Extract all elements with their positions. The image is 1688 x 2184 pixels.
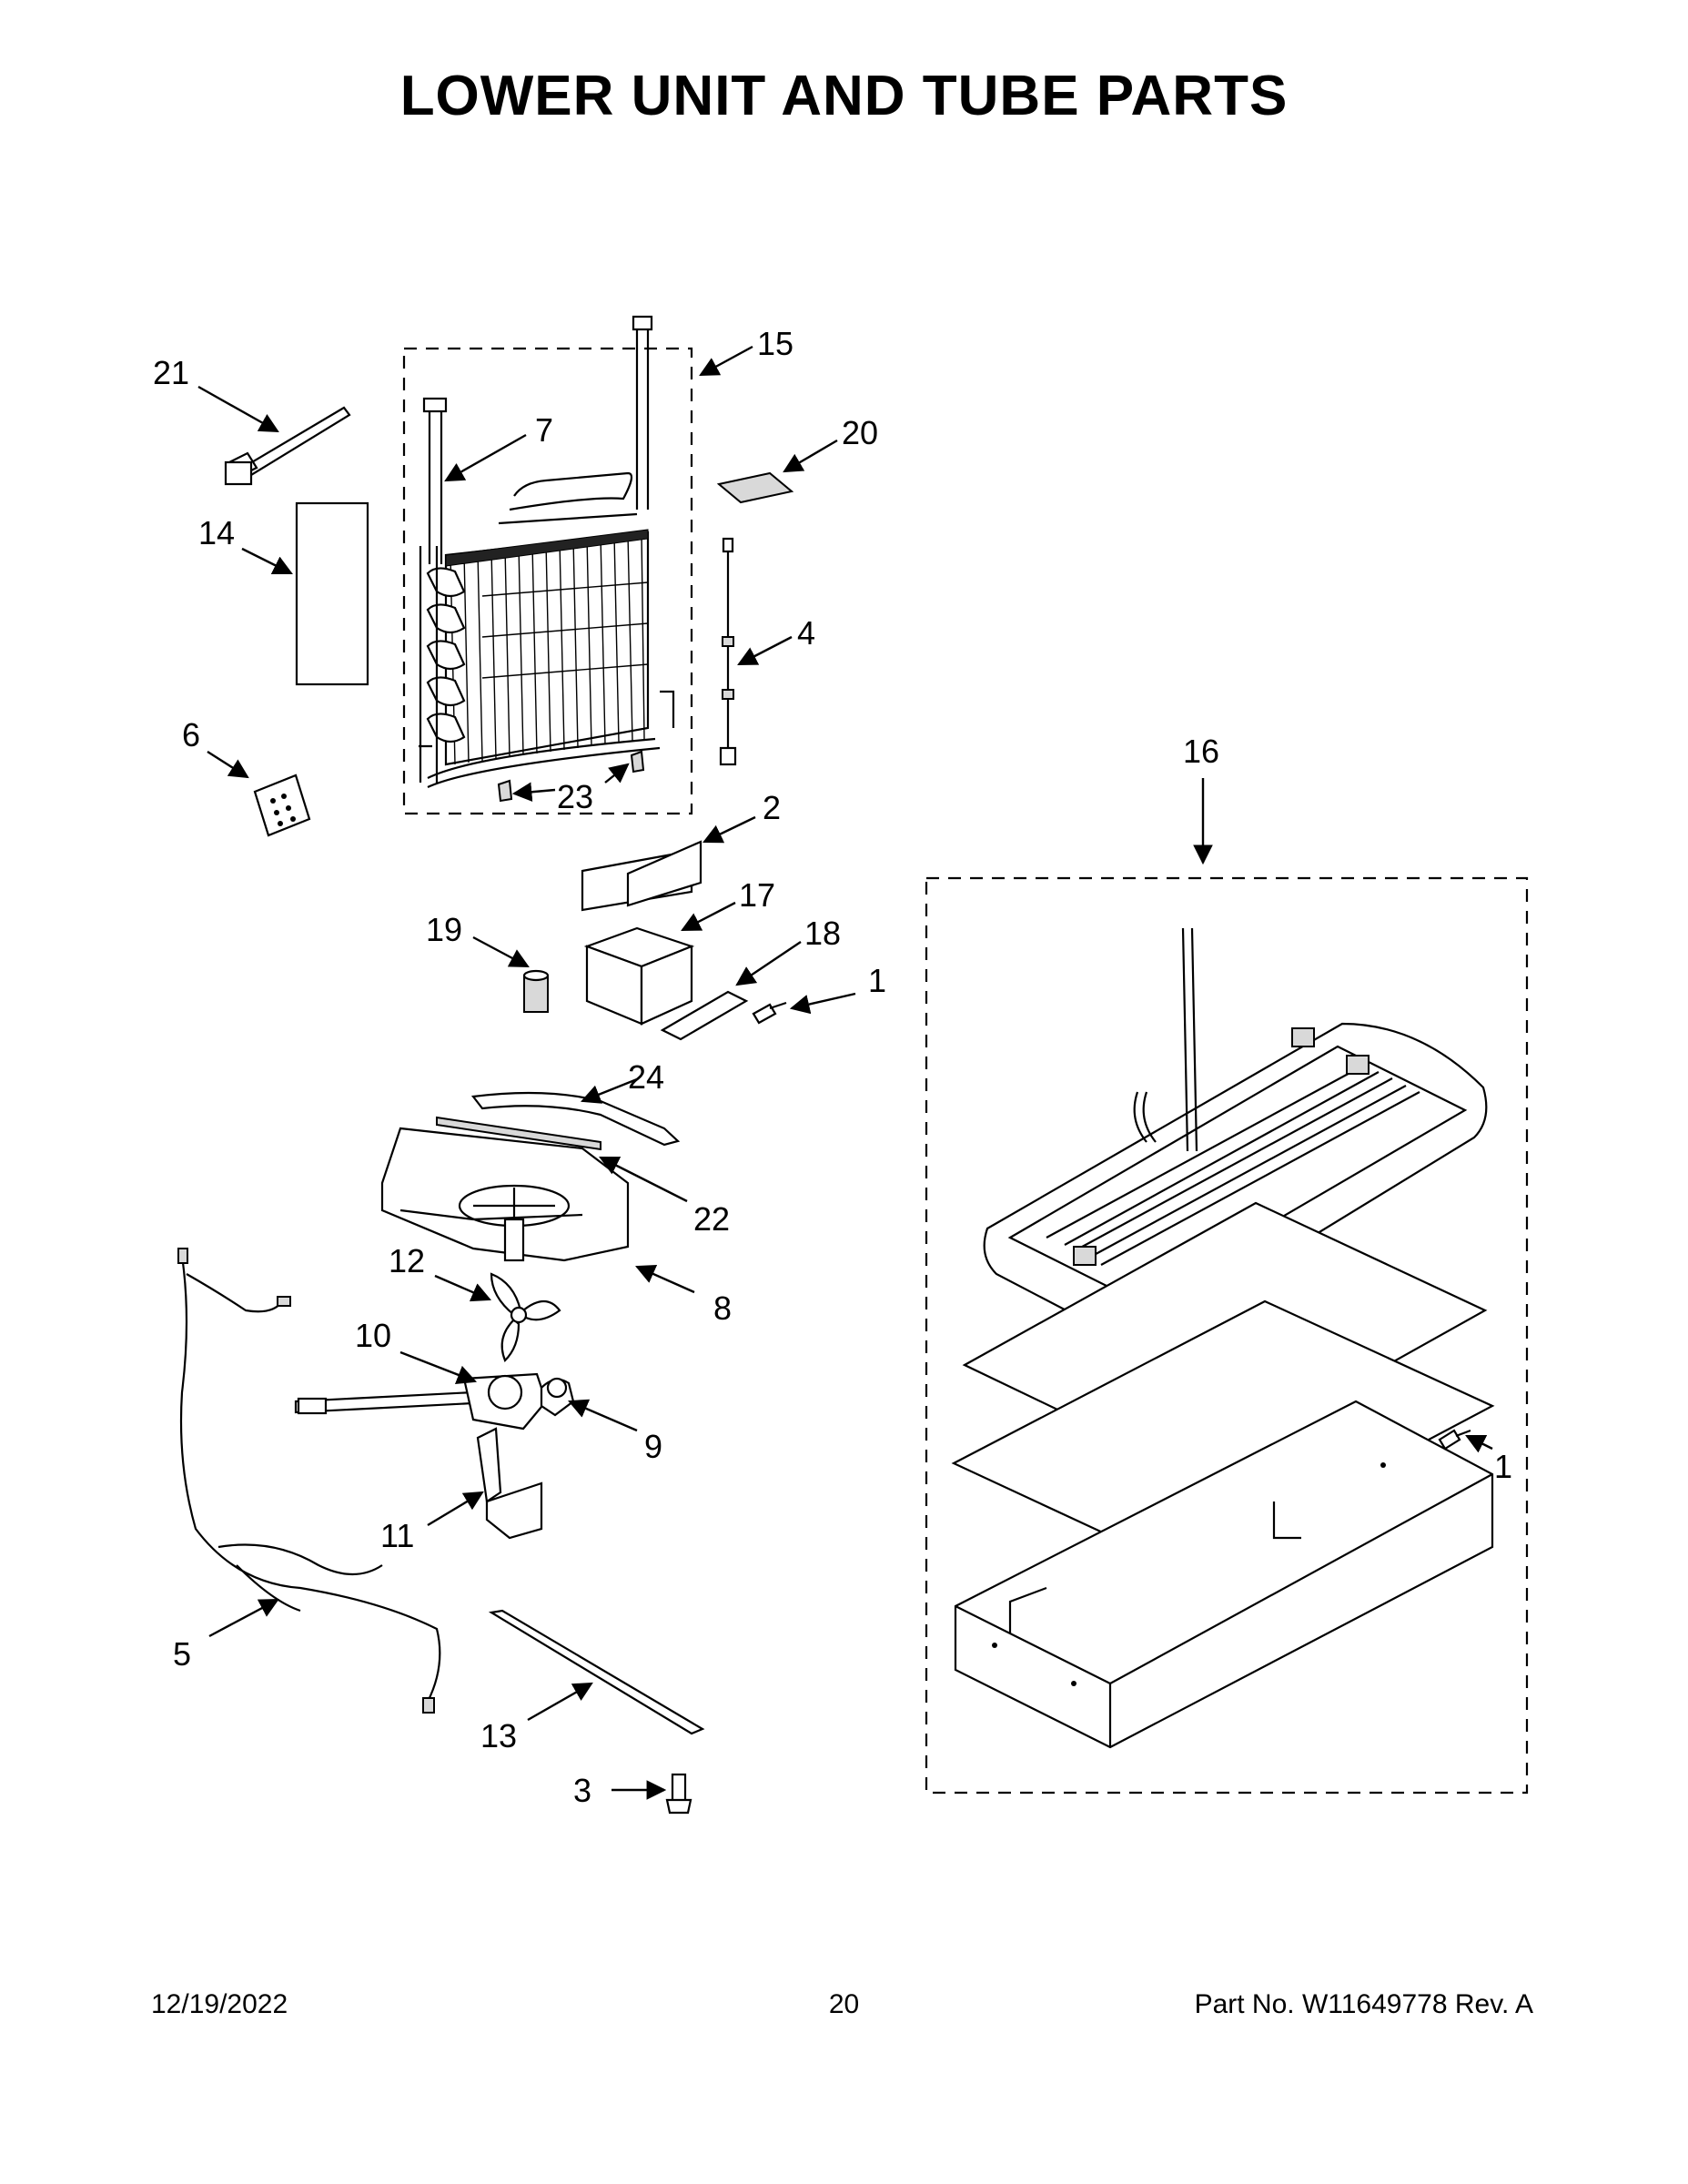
- callout-7: 7: [535, 411, 553, 449]
- pad-drawing: [716, 471, 794, 504]
- callout-5: 5: [173, 1635, 191, 1673]
- callout-11: 11: [380, 1517, 414, 1554]
- page-title: LOWER UNIT AND TUBE PARTS: [399, 65, 1289, 127]
- cable-tie-drawing: [224, 406, 351, 486]
- bracket-box-drawing: [583, 926, 695, 1026]
- screw-drawing-upper: [752, 1001, 787, 1025]
- callout-10: 10: [355, 1317, 391, 1354]
- evaporator-drawing: [419, 315, 675, 803]
- callout-17: 17: [739, 876, 775, 914]
- callout-9: 9: [644, 1428, 662, 1465]
- callout-24: 24: [628, 1058, 664, 1096]
- drain-tray-group-outline: [925, 876, 1529, 1795]
- evaporator-group-outline: [402, 347, 693, 815]
- callout-16: 16: [1183, 733, 1219, 770]
- callout-20: 20: [842, 414, 878, 451]
- cover-plate-drawing: [660, 990, 749, 1041]
- footer-part-number: Part No. W11649778 Rev. A: [1194, 1989, 1533, 2019]
- callout-15: 15: [757, 325, 793, 362]
- sensor-harness-drawing: [719, 537, 737, 766]
- callout-1-upper: 1: [868, 962, 886, 999]
- callout-19: 19: [426, 911, 462, 948]
- callout-13: 13: [480, 1717, 517, 1754]
- callout-12: 12: [389, 1242, 425, 1279]
- footer-page-number: 20: [828, 1989, 860, 2019]
- callout-4: 4: [797, 614, 815, 652]
- callout-labels: 21 15 7 20 14 4 6 23 16 2 17 19 18 1 24 …: [153, 325, 1512, 1809]
- callout-23: 23: [557, 778, 593, 815]
- callout-14: 14: [198, 514, 235, 551]
- main-wire-harness-drawing: [177, 1248, 441, 1714]
- drain-tray-drawing: [951, 927, 1495, 1749]
- control-board-drawing: [253, 774, 311, 837]
- fan-housing-drawing: [380, 1091, 681, 1262]
- callout-22: 22: [693, 1200, 730, 1238]
- leader-arrows: [197, 345, 1493, 1800]
- callout-18: 18: [804, 915, 841, 952]
- callout-2: 2: [763, 789, 781, 826]
- footer-date: 12/19/2022: [151, 1989, 288, 2019]
- fan-motor-drawing: [294, 1372, 575, 1431]
- deflector-drawing: [581, 840, 702, 912]
- callout-21: 21: [153, 354, 189, 391]
- trim-strip-drawing: [488, 1609, 705, 1735]
- callout-6: 6: [182, 716, 200, 753]
- cylinder-drawing: [522, 969, 550, 1013]
- motor-bracket-drawing: [476, 1427, 543, 1540]
- callout-8: 8: [713, 1289, 732, 1327]
- screw-drawing-lower: [665, 1773, 692, 1815]
- callout-3: 3: [573, 1772, 591, 1809]
- callout-1-lower: 1: [1494, 1448, 1512, 1485]
- fan-blade-drawing: [490, 1272, 561, 1362]
- insulation-strip-drawing: [295, 501, 369, 686]
